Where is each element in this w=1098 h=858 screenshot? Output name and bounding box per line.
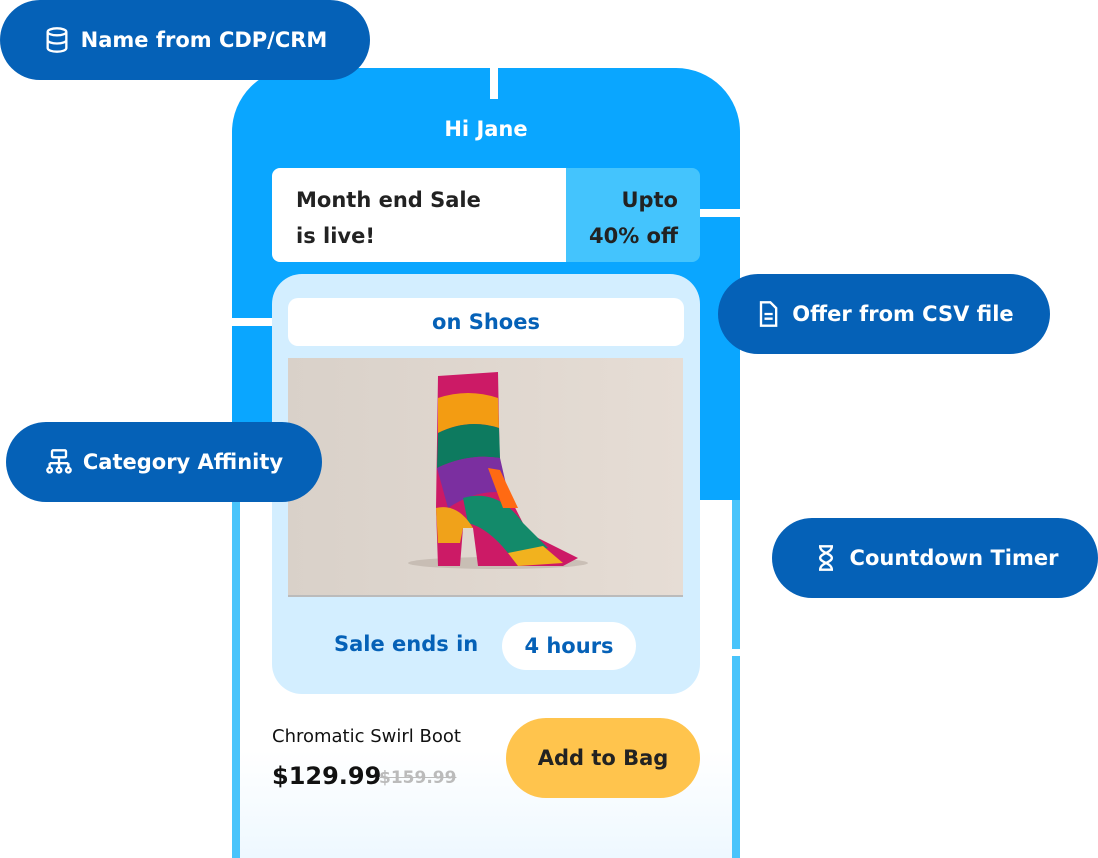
badge-label: Name from CDP/CRM (80, 28, 328, 52)
category-label: on Shoes (288, 298, 684, 346)
badge-name-from-cdp: Name from CDP/CRM (0, 0, 370, 80)
offer-line-2: is live! (296, 224, 375, 248)
connector-line (232, 318, 288, 326)
discount-line-1: Upto (621, 188, 678, 212)
badge-label: Offer from CSV file (792, 302, 1014, 326)
countdown-timer: 4 hours (502, 622, 636, 670)
hierarchy-icon (46, 449, 72, 474)
badge-offer-from-csv: Offer from CSV file (718, 274, 1050, 354)
connector-line (698, 209, 740, 217)
badge-label: Category Affinity (82, 450, 284, 474)
greeting: Hi Jane (444, 117, 528, 141)
add-to-bag-button[interactable]: Add to Bag (506, 718, 700, 798)
sale-ends-label: Sale ends in (334, 632, 479, 656)
product-image[interactable] (288, 358, 683, 597)
offer-line-1: Month end Sale (296, 188, 481, 212)
discount-line-2: 40% off (588, 224, 678, 248)
connector-line (490, 68, 498, 99)
boot-illustration (408, 372, 588, 569)
badge-label: Countdown Timer (849, 546, 1059, 570)
product-name: Chromatic Swirl Boot (272, 726, 461, 747)
hourglass-icon (818, 545, 833, 571)
badge-category-affinity: Category Affinity (6, 422, 322, 502)
offer-banner: Month end Sale is live! Upto 40% off (272, 168, 700, 262)
original-price: $159.99 (379, 768, 457, 788)
file-icon (760, 301, 778, 327)
database-icon (46, 27, 68, 53)
badge-countdown-timer: Countdown Timer (772, 518, 1098, 598)
product-price: $129.99 (272, 762, 382, 790)
